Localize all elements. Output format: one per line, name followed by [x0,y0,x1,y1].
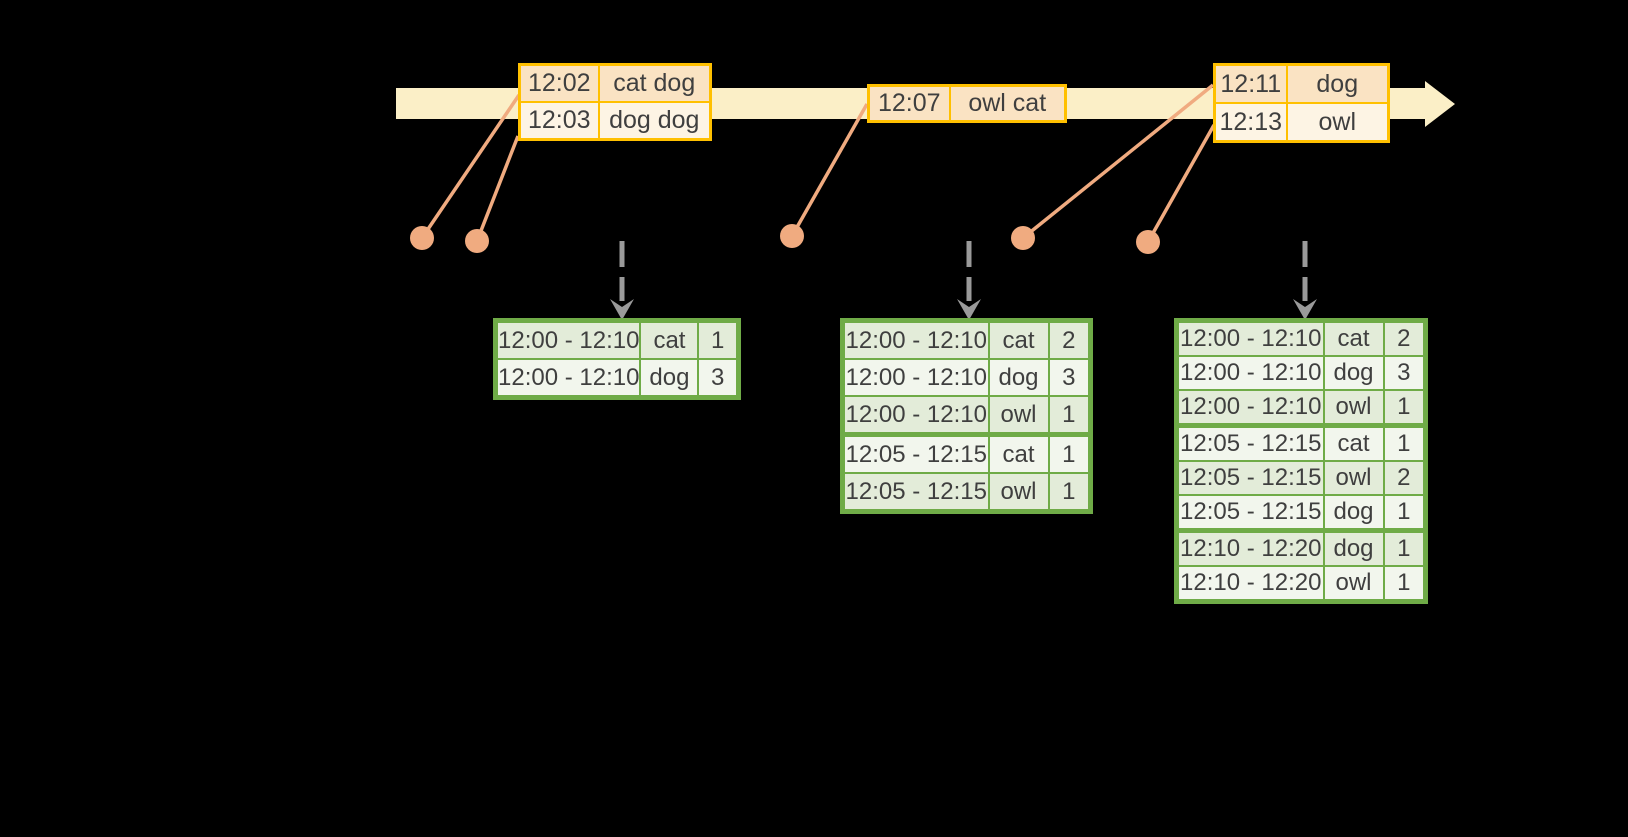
event-words: dog [1285,63,1390,104]
result-count: 1 [697,319,740,360]
result-word: dog [987,358,1050,397]
result-count: 1 [1382,423,1427,462]
result-count: 2 [1382,460,1427,496]
event-words: dog dog [597,101,712,141]
event-table-2: 12:07 owl cat [867,84,1067,123]
result-count: 1 [1382,528,1427,567]
result-row: 12:00 - 12:10 dog 3 [494,358,740,399]
result-window: 12:05 - 12:15 [1175,423,1325,462]
result-window: 12:00 - 12:10 [1175,389,1325,427]
result-table-3: 12:00 - 12:10 cat 2 12:00 - 12:10 dog 3 … [1174,318,1428,604]
result-word: owl [1322,389,1385,427]
result-word: owl [1322,565,1385,603]
event-words: cat dog [597,63,712,103]
result-window: 12:00 - 12:10 [494,358,642,399]
event-words: owl cat [948,84,1067,123]
result-count: 1 [1382,389,1427,427]
trigger-dashed-arrow-icon [1293,241,1317,320]
result-count: 3 [697,358,740,399]
result-row: 12:05 - 12:15 cat 1 [841,432,1092,474]
result-word: dog [1322,494,1385,532]
result-window: 12:05 - 12:15 [841,472,990,513]
event-dot-icon [780,224,804,248]
result-row: 12:10 - 12:20 owl 1 [1175,565,1427,603]
result-table-1: 12:00 - 12:10 cat 1 12:00 - 12:10 dog 3 [493,318,741,400]
result-count: 2 [1382,319,1427,357]
result-word: cat [987,319,1050,360]
event-dot-icon [410,226,434,250]
event-row: 12:11 dog [1213,63,1390,104]
event-time: 12:11 [1213,63,1288,104]
result-row: 12:00 - 12:10 owl 1 [1175,389,1427,427]
event-connector-line [790,103,869,237]
event-dot-icon [465,229,489,253]
result-count: 1 [1382,565,1427,603]
result-word: dog [1322,528,1385,567]
result-word: dog [639,358,700,399]
result-window: 12:05 - 12:15 [1175,460,1325,496]
trigger-dashed-arrow-icon [957,241,981,320]
result-word: owl [987,472,1050,513]
event-row: 12:03 dog dog [518,101,712,141]
event-dot-icon [1136,230,1160,254]
result-count: 1 [1047,472,1092,513]
event-row: 12:02 cat dog [518,63,712,103]
event-words: owl [1285,102,1390,143]
result-count: 2 [1047,319,1092,360]
result-row: 12:00 - 12:10 dog 3 [841,358,1092,397]
event-time: 12:13 [1213,102,1288,143]
result-window: 12:00 - 12:10 [1175,355,1325,391]
result-window: 12:00 - 12:10 [841,395,990,436]
result-row: 12:00 - 12:10 cat 2 [841,319,1092,360]
event-dot-icon [1011,226,1035,250]
result-count: 1 [1047,432,1092,474]
result-word: owl [987,395,1050,436]
result-word: cat [1322,319,1385,357]
result-row: 12:05 - 12:15 cat 1 [1175,423,1427,462]
event-connector-line [475,135,520,242]
result-row: 12:00 - 12:10 cat 1 [494,319,740,360]
result-word: cat [1322,423,1385,462]
result-window: 12:00 - 12:10 [841,319,990,360]
event-connector-line [420,94,521,239]
event-table-3: 12:11 dog 12:13 owl [1213,63,1390,143]
result-row: 12:00 - 12:10 owl 1 [841,395,1092,436]
event-row: 12:07 owl cat [867,84,1067,123]
result-table-2: 12:00 - 12:10 cat 2 12:00 - 12:10 dog 3 … [840,318,1093,514]
result-count: 1 [1382,494,1427,532]
result-count: 3 [1047,358,1092,397]
result-window: 12:10 - 12:20 [1175,528,1325,567]
result-word: dog [1322,355,1385,391]
event-time: 12:07 [867,84,951,123]
result-window: 12:00 - 12:10 [1175,319,1325,357]
result-row: 12:00 - 12:10 dog 3 [1175,355,1427,391]
result-window: 12:00 - 12:10 [841,358,990,397]
trigger-dashed-arrow-icon [610,241,634,320]
result-window: 12:05 - 12:15 [1175,494,1325,532]
event-time: 12:03 [518,101,600,141]
result-row: 12:00 - 12:10 cat 2 [1175,319,1427,357]
result-row: 12:05 - 12:15 dog 1 [1175,494,1427,532]
timeline-right-arrow-icon [1425,81,1455,127]
result-window: 12:05 - 12:15 [841,432,990,474]
event-table-1: 12:02 cat dog 12:03 dog dog [518,63,712,141]
event-connector-line [1021,83,1215,240]
event-time: 12:02 [518,63,600,103]
event-connector-line [1146,124,1216,243]
result-row: 12:05 - 12:15 owl 2 [1175,460,1427,496]
event-row: 12:13 owl [1213,102,1390,143]
result-word: cat [639,319,700,360]
result-row: 12:05 - 12:15 owl 1 [841,472,1092,513]
result-window: 12:00 - 12:10 [494,319,642,360]
result-count: 1 [1047,395,1092,436]
result-window: 12:10 - 12:20 [1175,565,1325,603]
result-count: 3 [1382,355,1427,391]
result-word: cat [987,432,1050,474]
result-row: 12:10 - 12:20 dog 1 [1175,528,1427,567]
result-word: owl [1322,460,1385,496]
